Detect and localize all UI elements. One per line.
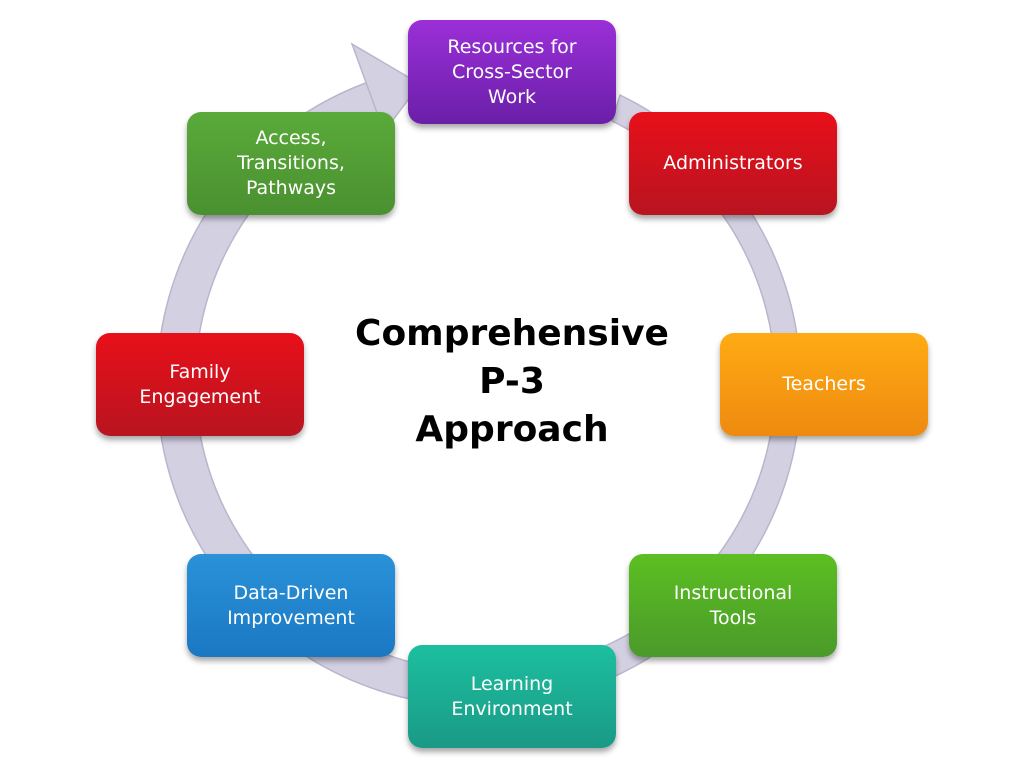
node-family-engagement: Family Engagement xyxy=(96,333,304,436)
node-administrators: Administrators xyxy=(629,112,837,215)
node-learning-environment: Learning Environment xyxy=(408,645,616,748)
node-data-driven-improvement: Data-Driven Improvement xyxy=(187,554,395,657)
node-administrators-label: Administrators xyxy=(663,152,803,174)
center-title: Comprehensive P-3 Approach xyxy=(355,313,669,450)
node-learning-environment-label: Learning Environment xyxy=(451,672,573,720)
node-family-engagement-label: Family Engagement xyxy=(139,360,261,408)
node-resources-label: Resources for Cross-Sector Work xyxy=(447,35,577,108)
cycle-arrowhead xyxy=(350,42,422,134)
node-resources: Resources for Cross-Sector Work xyxy=(408,20,616,124)
node-instructional-tools: Instructional Tools xyxy=(629,554,837,657)
node-access-transitions-pathways: Access, Transitions, Pathways xyxy=(187,112,395,215)
node-access-transitions-pathways-label: Access, Transitions, Pathways xyxy=(237,127,345,199)
node-teachers: Teachers xyxy=(720,333,928,436)
node-teachers-label: Teachers xyxy=(782,373,866,395)
node-data-driven-improvement-label: Data-Driven Improvement xyxy=(227,581,355,629)
node-instructional-tools-label: Instructional Tools xyxy=(673,581,793,629)
cycle-ring-band xyxy=(156,77,802,708)
